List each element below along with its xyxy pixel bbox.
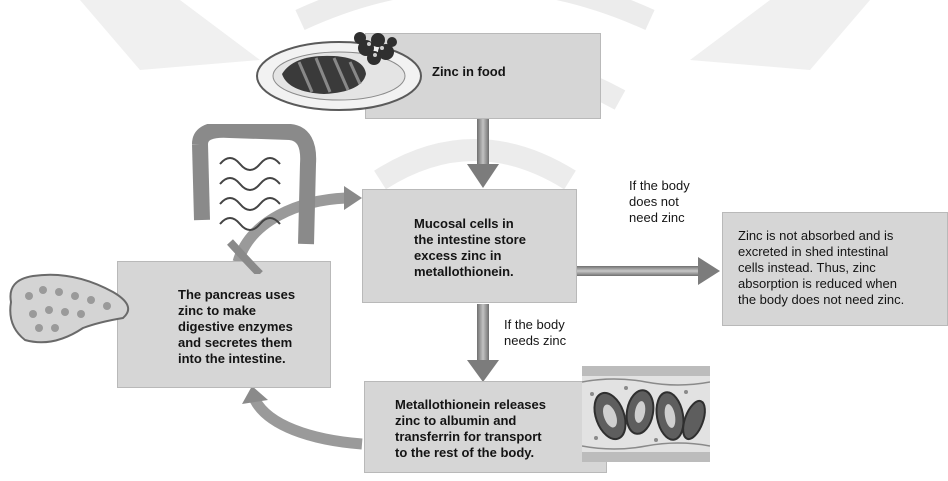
metallothionein-release-box: Metallothionein releases zinc to albumin… [364, 381, 607, 473]
zinc-in-food-text: Zinc in food [432, 64, 506, 80]
intestine-icon [190, 124, 320, 274]
plate-of-food-icon [254, 22, 424, 116]
zinc-excreted-text: Zinc is not absorbed and is excreted in … [738, 228, 904, 308]
blood-vessel-icon [582, 366, 710, 462]
pancreas-text: The pancreas uses zinc to make digestive… [178, 287, 295, 367]
label-body-needs-zinc: If the body needs zinc [504, 317, 566, 349]
label-body-does-not-need-zinc: If the body does not need zinc [629, 178, 690, 226]
mucosal-cells-box: Mucosal cells in the intestine store exc… [362, 189, 577, 303]
zinc-excreted-box: Zinc is not absorbed and is excreted in … [722, 212, 948, 326]
metallothionein-release-text: Metallothionein releases zinc to albumin… [395, 397, 546, 461]
pancreas-icon [3, 262, 143, 354]
arrow-mucosal-to-excreted [574, 257, 720, 285]
arrow-mucosal-to-release [467, 304, 499, 382]
arrow-food-to-mucosal [467, 118, 499, 188]
arrow-release-to-pancreas [242, 386, 362, 444]
mucosal-cells-text: Mucosal cells in the intestine store exc… [414, 216, 526, 280]
pancreas-box: The pancreas uses zinc to make digestive… [117, 261, 331, 388]
